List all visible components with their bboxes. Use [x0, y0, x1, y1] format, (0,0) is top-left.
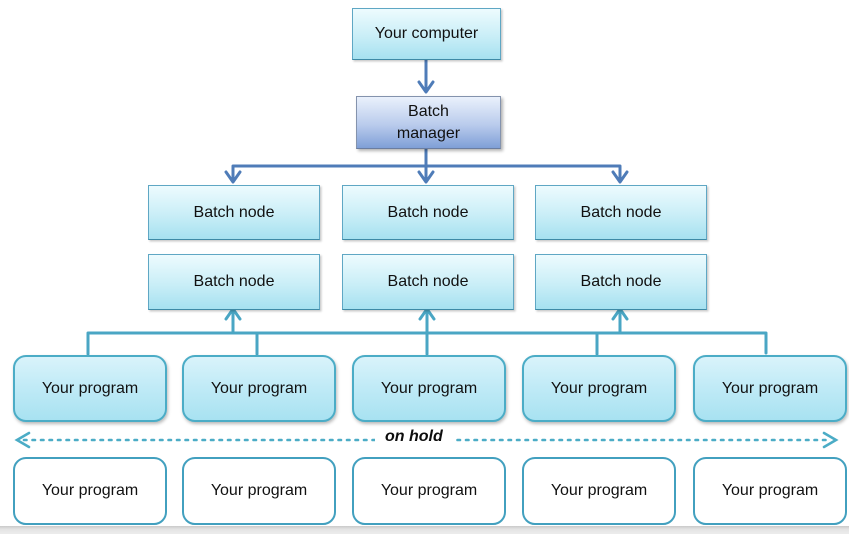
batch-node-label: Batch node — [580, 273, 662, 291]
computer-to-manager-arrowhead — [417, 80, 435, 94]
batch-node-label: Batch node — [387, 203, 469, 221]
program-label: Your program — [41, 379, 139, 397]
batch-manager-label: Batch manager — [396, 102, 461, 142]
node1-arrowhead — [224, 170, 242, 184]
teal-connector-lines — [86, 307, 768, 356]
program-label: Your program — [380, 482, 478, 500]
batch-node-box-1: Batch node — [148, 185, 320, 240]
running-program-box-2: Your program — [182, 355, 336, 422]
node2-arrowhead — [417, 170, 435, 184]
your-computer-label: Your computer — [374, 25, 479, 43]
held-program-box-2: Your program — [182, 457, 336, 525]
right-arrowhead — [822, 431, 839, 449]
running-program-box-4: Your program — [522, 355, 676, 422]
program-label: Your program — [550, 379, 648, 397]
program-label: Your program — [721, 482, 819, 500]
batch-node-box-3: Batch node — [535, 185, 707, 240]
running-program-box-5: Your program — [693, 355, 847, 422]
program-label: Your program — [380, 379, 478, 397]
program-label: Your program — [550, 482, 648, 500]
program-label: Your program — [41, 482, 139, 500]
held-program-box-3: Your program — [352, 457, 506, 525]
batch-node-box-2: Batch node — [342, 185, 514, 240]
batch-node-label: Batch node — [193, 203, 275, 221]
batch-node-label: Batch node — [193, 273, 275, 291]
on-hold-label: on hold — [375, 428, 453, 446]
program-label: Your program — [721, 379, 819, 397]
batch-node-box-5: Batch node — [342, 254, 514, 310]
node3-arrowhead — [611, 170, 629, 184]
running-program-box-3: Your program — [352, 355, 506, 422]
held-program-box-4: Your program — [522, 457, 676, 525]
left-arrowhead — [14, 431, 31, 449]
blue-connector-lines — [224, 56, 629, 184]
program-label: Your program — [210, 379, 308, 397]
batch-manager-box: Batch manager — [356, 96, 501, 149]
window-bottom-strip — [0, 526, 849, 534]
program-bus — [86, 331, 768, 356]
batch-node-box-4: Batch node — [148, 254, 320, 310]
manager-to-nodes-tree — [231, 145, 622, 182]
held-program-box-5: Your program — [693, 457, 847, 525]
batch-node-label: Batch node — [387, 273, 469, 291]
bus-to-node-shafts — [231, 309, 622, 335]
batch-node-label: Batch node — [580, 203, 662, 221]
your-computer-box: Your computer — [352, 8, 501, 60]
program-label: Your program — [210, 482, 308, 500]
held-program-box-1: Your program — [13, 457, 167, 525]
running-program-box-1: Your program — [13, 355, 167, 422]
batch-node-box-6: Batch node — [535, 254, 707, 310]
